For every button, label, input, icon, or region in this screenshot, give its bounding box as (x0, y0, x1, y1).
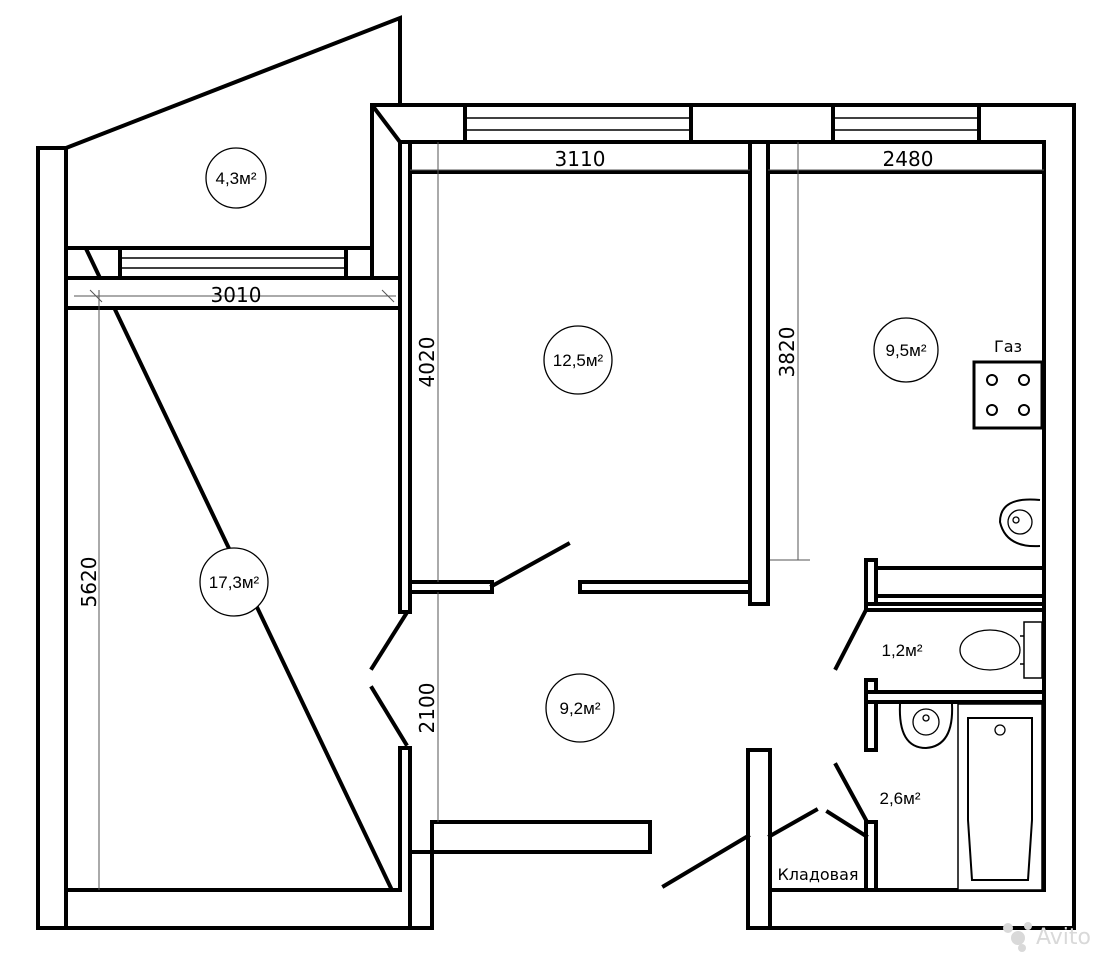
area-toilet-text: 1,2м² (882, 641, 923, 660)
area-bedroom: 12,5м² (543, 325, 613, 395)
windows (118, 103, 981, 280)
kitchen-sink-icon (998, 498, 1041, 548)
area-living-text: 17,3м² (209, 573, 260, 592)
area-bedroom-text: 12,5м² (553, 351, 604, 370)
gas-stove-icon (972, 360, 1044, 430)
storage-label: Кладовая (777, 865, 858, 884)
area-hall: 9,2м² (545, 673, 615, 743)
balcony-outline (64, 15, 402, 250)
area-kitchen: 9,5м² (873, 317, 939, 383)
area-balcony: 4,3м² (205, 147, 267, 209)
area-balcony-text: 4,3м² (216, 169, 257, 188)
dim-kitchen-width: 2480 (883, 147, 934, 171)
dim-hall-length: 2100 (415, 683, 439, 734)
dim-kitchen-length: 3820 (775, 327, 799, 378)
area-bathroom-text: 2,6м² (880, 789, 921, 808)
dim-bedroom-width: 3110 (555, 147, 606, 171)
area-kitchen-text: 9,5м² (886, 341, 927, 360)
avito-watermark-icon (1003, 922, 1032, 952)
dim-living-width: 3010 (211, 283, 262, 307)
area-hall-text: 9,2м² (560, 699, 601, 718)
outer-walls (36, 99, 1076, 930)
dim-bedroom-length: 4020 (415, 337, 439, 388)
watermark-text: Avito (1036, 925, 1091, 950)
gas-label: Газ (994, 337, 1022, 356)
bathroom-sink-icon (898, 703, 954, 750)
doors (369, 541, 869, 889)
area-living: 17,3м² (199, 547, 269, 617)
dim-living-length: 5620 (77, 557, 101, 608)
bathtub-icon (957, 703, 1043, 891)
dimension-lines (74, 142, 1044, 890)
toilet-icon (959, 621, 1043, 679)
